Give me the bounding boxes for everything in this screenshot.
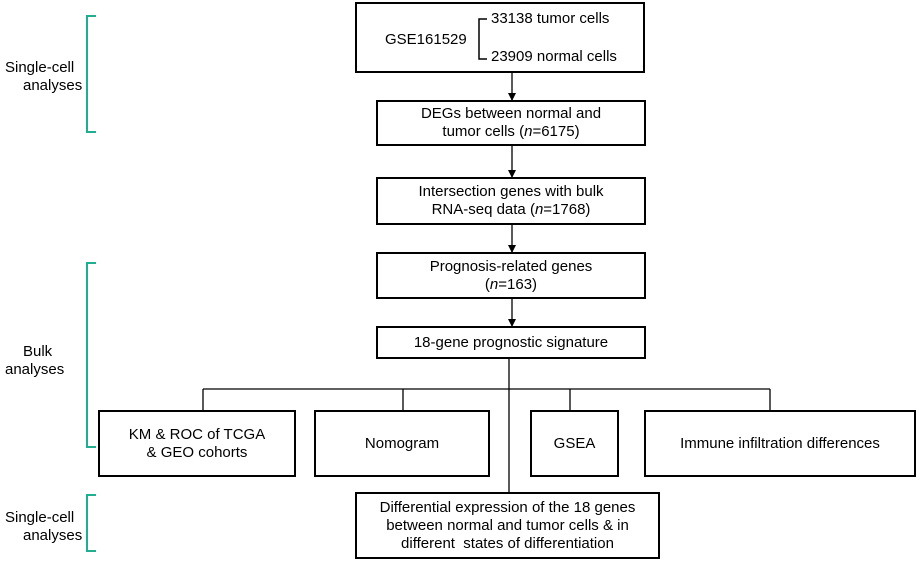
tumor-cells-count: 33138 tumor cells <box>491 10 610 27</box>
bracket-bulk <box>86 262 96 448</box>
bracket-single-cell-top <box>86 15 96 133</box>
intersection-box: Intersection genes with bulk RNA-seq dat… <box>376 177 646 225</box>
signature-box: 18-gene prognostic signature <box>376 326 646 359</box>
gsea-box: GSEA <box>530 410 619 477</box>
dataset-label: GSE161529 <box>385 31 467 48</box>
immune-box: Immune infiltration differences <box>644 410 916 477</box>
degs-box: DEGs between normal and tumor cells (n=6… <box>376 100 646 146</box>
cell-split-bracket <box>478 18 487 60</box>
source-box: GSE161529 33138 tumor cells 23909 normal… <box>355 2 645 73</box>
final-box: Differential expression of the 18 genes … <box>355 492 660 559</box>
side-label-single-cell-bottom: Single-cell analyses <box>5 509 83 544</box>
km-roc-box: KM & ROC of TCGA & GEO cohorts <box>98 410 296 477</box>
side-label-bulk: Bulk analyses <box>5 343 65 378</box>
normal-cells-count: 23909 normal cells <box>491 48 617 65</box>
prognosis-box: Prognosis-related genes (n=163) <box>376 252 646 299</box>
bracket-single-cell-bottom <box>86 494 96 552</box>
nomogram-box: Nomogram <box>314 410 490 477</box>
side-label-single-cell-top: Single-cell analyses <box>5 59 83 94</box>
